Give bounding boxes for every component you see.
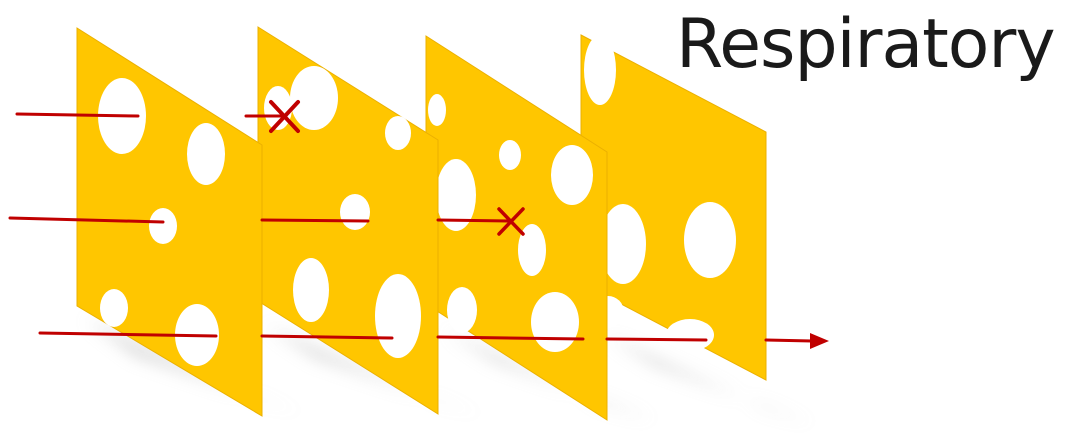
hole: [290, 66, 338, 130]
hazard-path-middle-seg1: [8, 216, 165, 224]
hole: [551, 145, 593, 205]
hole: [428, 94, 446, 126]
hazard-path-top-seg1: [15, 112, 140, 118]
hazard-path-bottom-seg1: [38, 331, 218, 338]
hole: [600, 204, 646, 284]
hole: [666, 319, 714, 351]
hazard-paths: [8, 100, 814, 343]
hole: [518, 224, 546, 276]
hole: [385, 116, 411, 150]
hole: [375, 274, 421, 358]
title: Respiratory: [676, 5, 1056, 84]
layer-1: [76, 27, 263, 417]
x-mark: [497, 207, 525, 236]
hole: [293, 258, 329, 322]
hole: [149, 208, 177, 244]
hole: [499, 140, 521, 170]
hole: [584, 35, 616, 105]
x-mark: [269, 100, 300, 133]
hazard-path-bottom-seg5: [764, 338, 814, 343]
layer-4: [580, 34, 767, 381]
hazard-path-middle-seg3: [436, 218, 513, 223]
hole: [436, 159, 476, 231]
hole: [187, 123, 225, 185]
hazard-path-middle-seg2: [260, 218, 370, 223]
arrow-head-icon: [810, 333, 829, 349]
hazard-path-bottom-seg3: [436, 335, 585, 341]
hole: [447, 287, 477, 333]
hole: [340, 194, 370, 230]
hole: [100, 289, 128, 327]
hole: [531, 292, 579, 352]
hazard-path-bottom-seg2: [260, 334, 394, 340]
hazard-path-bottom-seg4: [605, 337, 708, 342]
hole: [684, 202, 736, 278]
